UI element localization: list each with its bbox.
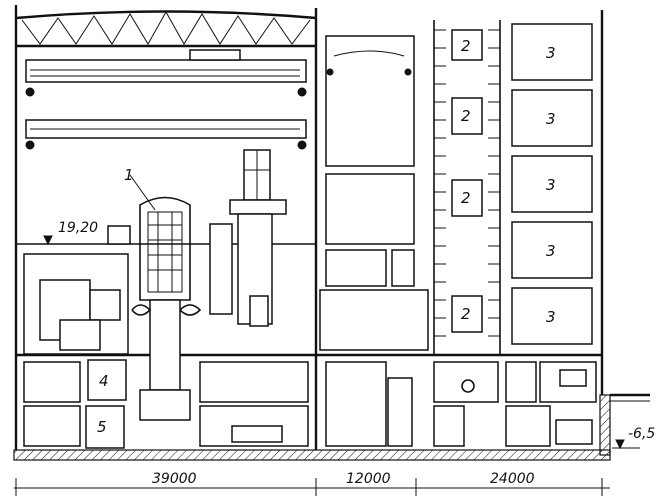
label-electrical-4: 3 — [546, 242, 556, 260]
roof-truss — [15, 10, 317, 48]
label-reactor: 1 — [124, 166, 134, 184]
label-turbine-2: 2 — [461, 189, 471, 207]
crane-upper — [25, 49, 307, 97]
electrical-bay-5: 3 — [511, 287, 593, 345]
dimension-39000: 39000 — [152, 471, 197, 487]
stair-right — [488, 29, 500, 337]
left-equipment — [23, 223, 233, 355]
elevation-mark-upper: 19,20 — [40, 220, 100, 246]
room-4: 4 — [87, 359, 127, 401]
label-room-4: 4 — [99, 372, 109, 390]
dimension-line: 39000 12000 24000 — [14, 471, 610, 496]
electrical-bay-1: 3 — [511, 23, 593, 81]
elevation-mark-lower: -6,5 — [612, 426, 655, 450]
room-5: 5 — [85, 405, 125, 449]
dimension-12000: 12000 — [346, 471, 391, 487]
turbine-bay-top: 2 — [451, 29, 483, 61]
outer-walls — [14, 5, 604, 450]
label-turbine-top: 2 — [461, 37, 471, 55]
label-electrical-2: 3 — [546, 110, 556, 128]
electrical-bay-4: 3 — [511, 221, 593, 279]
electrical-bay-2: 3 — [511, 89, 593, 147]
label-turbine-3: 2 — [461, 305, 471, 323]
middle-bay — [319, 35, 429, 447]
label-electrical-1: 3 — [546, 44, 556, 62]
turbine-bay-1: 2 — [451, 97, 483, 135]
electrical-bays: 3 3 3 3 3 — [511, 23, 593, 345]
refueling-machine — [229, 149, 287, 327]
turbine-bays: 2 2 2 2 — [433, 20, 501, 355]
turbine-bay-3: 2 — [451, 295, 483, 333]
lower-left-rooms — [23, 361, 309, 447]
label-electrical-5: 3 — [546, 308, 556, 326]
crane-lower — [25, 119, 307, 150]
label-electrical-3: 3 — [546, 176, 556, 194]
reactor-assembly: 1 — [124, 166, 202, 421]
elevation-lower-label: -6,5 — [628, 426, 655, 442]
electrical-bay-3: 3 — [511, 155, 593, 213]
label-turbine-1: 2 — [461, 107, 471, 125]
dimension-24000: 24000 — [490, 471, 535, 487]
foundation-slab — [13, 393, 650, 461]
turbine-bay-2: 2 — [451, 179, 483, 217]
label-room-5: 5 — [97, 418, 107, 436]
elevation-upper-label: 19,20 — [58, 220, 98, 236]
lower-right-rooms — [433, 361, 597, 447]
stair-left — [434, 29, 446, 337]
